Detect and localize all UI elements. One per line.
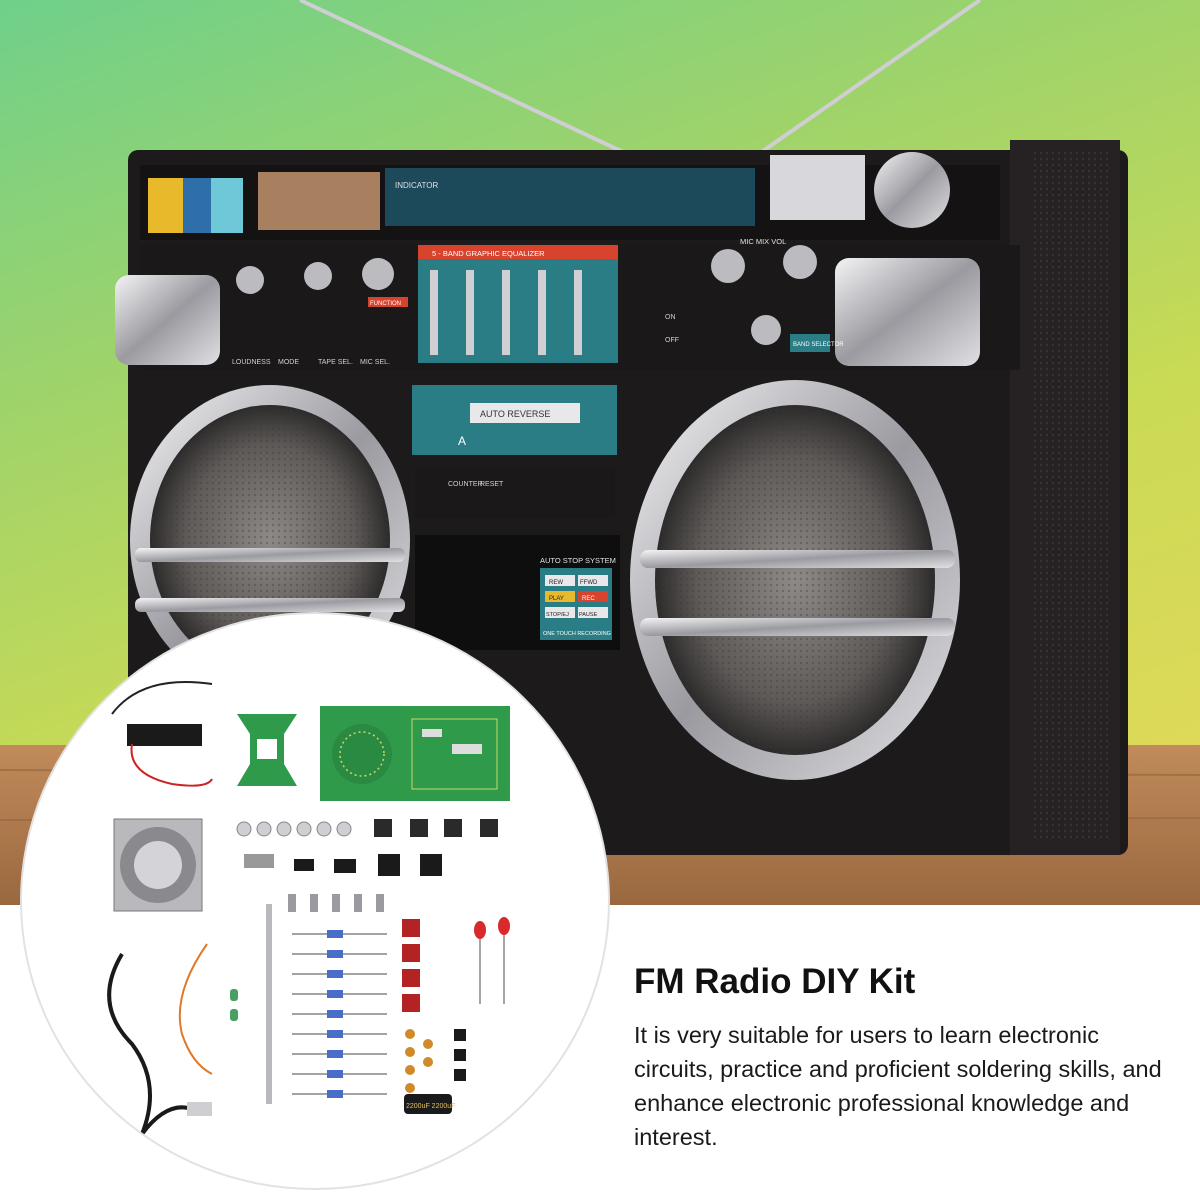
inductors	[230, 989, 238, 1021]
left-handle-chrome	[115, 275, 220, 365]
telescopic-antenna	[266, 904, 272, 1104]
band-selector-label: BAND SELECTOR	[793, 342, 844, 348]
stop-ej-label: STOP/EJ	[546, 612, 569, 618]
kit-speaker	[113, 818, 203, 912]
mic-mix-label: MIC MIX VOL	[740, 237, 786, 246]
equalizer-panel	[418, 245, 618, 363]
tape-side-label: A	[458, 434, 466, 448]
mic-sel-label: MIC SEL.	[360, 359, 390, 366]
pcb-bracket	[237, 714, 297, 786]
transistors	[454, 1029, 466, 1081]
kit-components-circle: 2200uF 2200uF	[20, 612, 610, 1190]
antenna-left	[299, 0, 641, 162]
play-label: PLAY	[549, 596, 564, 602]
main-pcb	[320, 706, 510, 801]
mode-label: MODE	[278, 359, 299, 366]
tact-switches	[374, 819, 498, 837]
one-touch-label: ONE TOUCH RECORDING	[543, 631, 611, 637]
tuning-knob	[874, 152, 950, 228]
ic-chips	[244, 854, 442, 876]
product-description: It is very suitable for users to learn e…	[634, 1022, 1162, 1150]
resistor-bodies	[327, 930, 343, 1098]
right-speaker	[630, 380, 960, 780]
nuts	[236, 821, 352, 837]
on-label: ON	[665, 314, 676, 321]
red-leds	[474, 917, 510, 1004]
ffwd-label: FFWD	[580, 580, 598, 586]
capacitor-label: 2200uF 2200uF	[406, 1103, 455, 1110]
usb-cable	[107, 952, 204, 1136]
product-text-block: FM Radio DIY Kit It is very suitable for…	[634, 962, 1184, 1154]
pause-label: PAUSE	[579, 612, 598, 618]
function-label: FUNCTION	[370, 301, 401, 307]
antenna-right	[748, 0, 982, 162]
off-label: OFF	[665, 337, 679, 344]
film-capacitors	[402, 919, 420, 1012]
orange-wire	[178, 943, 213, 1075]
equalizer-label: 5 - BAND GRAPHIC EQUALIZER	[432, 249, 545, 258]
battery-holder	[111, 681, 213, 787]
electrolytic-capacitor: 2200uF 2200uF	[404, 1094, 455, 1114]
ceramic-capacitors	[405, 1029, 433, 1093]
rec-label: REC	[582, 596, 595, 602]
reset-label: RESET	[480, 481, 504, 488]
product-title: FM Radio DIY Kit	[634, 962, 916, 1001]
screws	[288, 894, 384, 912]
tape-sel-label: TAPE SEL.	[318, 359, 353, 366]
rew-label: REW	[549, 580, 563, 586]
auto-stop-label: AUTO STOP SYSTEM	[540, 556, 616, 565]
counter-label: COUNTER	[448, 481, 483, 488]
right-handle-chrome	[835, 258, 980, 366]
loudness-label: LOUDNESS	[232, 359, 271, 366]
kit-components-illustration: 2200uF 2200uF	[107, 681, 510, 1136]
indicator-label: INDICATOR	[395, 181, 438, 190]
auto-reverse-label: AUTO REVERSE	[480, 409, 550, 419]
